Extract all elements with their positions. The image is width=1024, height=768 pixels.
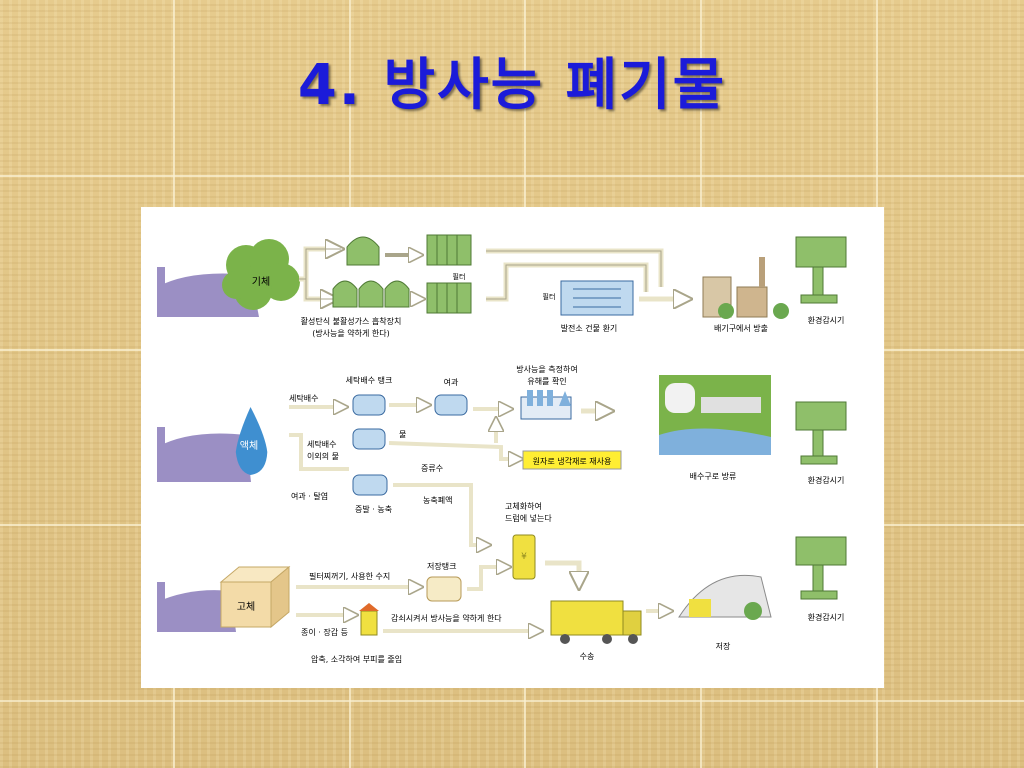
wash-tank-label: 세탁배수 탱크 [346, 375, 393, 385]
liquid-section: 액체 세탁배수 세탁배수 탱크 여과 방사능을 측정하여 유해를 확인 세탁배수… [157, 364, 847, 545]
filter-label: 필터 [453, 272, 466, 281]
power-plant-icon [157, 582, 236, 632]
compress-label: 압축, 소각하여 부피를 줄임 [311, 654, 402, 664]
drum-icon: ¥ [512, 534, 536, 580]
environment-monitor-icon [795, 401, 847, 465]
decay-label: 감쇠시켜서 방사능을 약하게 한다 [391, 613, 502, 623]
evaporator-tank-icon [352, 474, 388, 496]
measure-label-2: 유해를 확인 [527, 376, 566, 386]
liquid-drop-icon [235, 407, 268, 475]
storage-tank-icon [426, 576, 462, 602]
environment-monitor-icon [795, 536, 847, 600]
slide-title: 4. 방사능 폐기물 [297, 53, 727, 118]
distilled-water-label: 증류수 [421, 464, 443, 473]
other-water-label-2: 이외의 물 [307, 451, 339, 461]
water-label: 물 [399, 430, 406, 439]
filter-unit-icon [426, 234, 472, 266]
outlet-river-icon [659, 375, 771, 455]
solid-monitor-label: 환경감시기 [808, 612, 845, 622]
building-filter-label: 필터 [543, 292, 556, 301]
building-ventilation-label: 발전소 건물 환기 [561, 323, 618, 333]
concentrate-label: 농축폐액 [423, 495, 452, 505]
paper-label: 종이 · 장갑 등 [301, 627, 348, 637]
solidify-label-1: 고체화하여 [505, 501, 542, 511]
solidify-label-2: 드럼에 넣는다 [505, 514, 552, 523]
wash-tank-icon [352, 394, 386, 416]
evaporation-label: 증발 · 농축 [355, 504, 392, 514]
outlet-label: 배수구로 방류 [690, 471, 737, 481]
filter-unit-icon [426, 282, 472, 314]
transport-label: 수송 [580, 652, 595, 661]
filtration-label: 여과 [444, 377, 459, 387]
storage-facility-icon [678, 574, 772, 620]
gas-label: 기체 [252, 276, 270, 288]
gas-cloud-icon [222, 239, 300, 310]
adsorber-tank-icon [332, 280, 410, 308]
liquid-monitor-label: 환경감시기 [808, 475, 845, 485]
solid-section: 고체화하여 드럼에 넣는다 ¥ 고체 필터찌꺼기, 사용한 수지 저장탱크 감쇠… [157, 501, 847, 664]
radioactive-waste-diagram: 기체 필터 활성탄식 불활성가스 흡착장치 [141, 207, 884, 688]
reuse-label: 원자로 냉각재로 재사용 [533, 456, 612, 466]
decay-drum-icon [359, 603, 379, 636]
filtration-tank-icon [434, 394, 468, 416]
stack-release-label: 배기구에서 방출 [714, 323, 768, 333]
wash-water-label: 세탁배수 [289, 393, 318, 403]
other-water-label-1: 세탁배수 [307, 439, 336, 449]
solid-box-icon [219, 565, 291, 629]
environment-monitor-icon [795, 236, 847, 304]
reuse-highlight-box [522, 450, 622, 470]
tile-line [0, 175, 1024, 177]
filter-dehydrate-label: 여과 · 탈염 [291, 491, 328, 501]
tile-line [0, 700, 1024, 702]
adsorber-tank-icon [346, 236, 380, 266]
gas-monitor-label: 환경감시기 [808, 315, 845, 325]
power-plant-icon [157, 427, 251, 482]
svg-text:¥: ¥ [521, 552, 527, 562]
other-water-tank-icon [352, 428, 386, 450]
transport-truck-icon [550, 600, 642, 644]
storage-tank-label: 저장탱크 [427, 561, 456, 571]
measure-label-1: 방사능을 측정하여 [516, 364, 577, 374]
liquid-label: 액체 [240, 440, 258, 452]
storage-label: 저장 [716, 641, 731, 651]
gas-section: 기체 필터 활성탄식 불활성가스 흡착장치 [157, 234, 847, 338]
solid-label: 고체 [237, 601, 255, 613]
adsorber-note-1: 활성탄식 불활성가스 흡착장치 [301, 316, 402, 326]
adsorber-note-2: (방사능을 약하게 한다) [312, 328, 390, 338]
exhaust-stack-icon [702, 257, 789, 319]
lab-equipment-icon [520, 390, 572, 420]
ventilation-unit-icon [560, 280, 634, 316]
resin-label: 필터찌꺼기, 사용한 수지 [309, 571, 390, 581]
